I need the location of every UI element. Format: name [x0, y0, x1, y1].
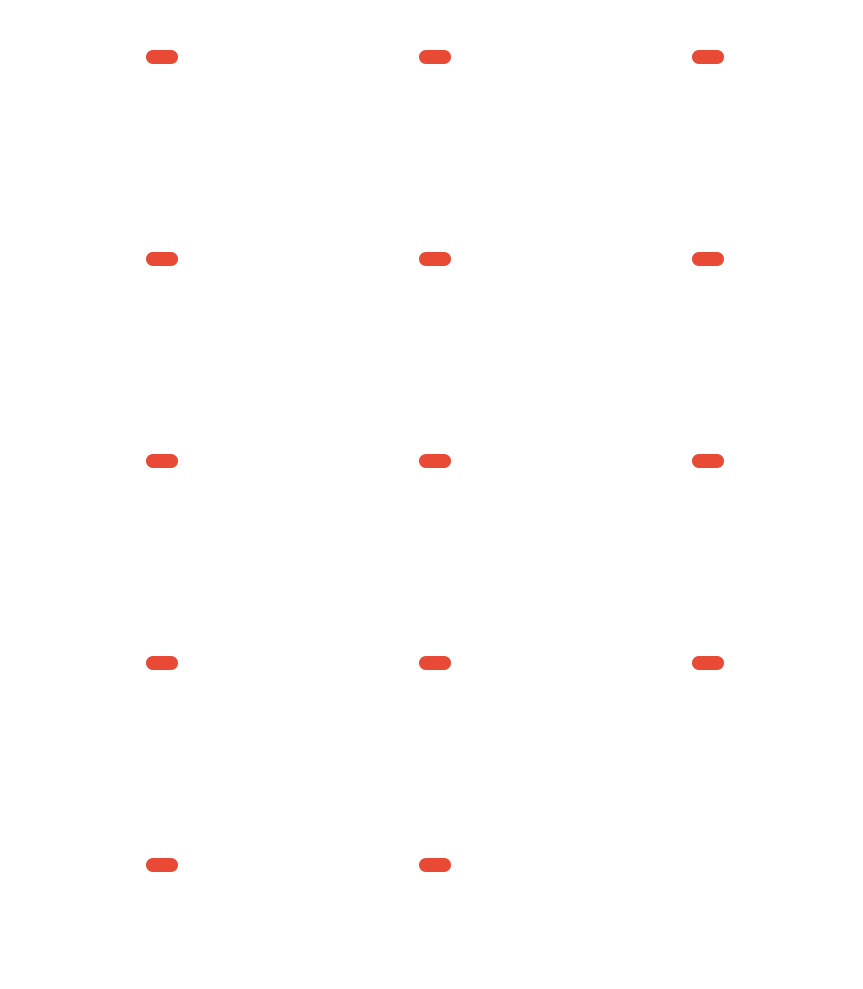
- pill-item: [692, 656, 724, 670]
- pill-item: [419, 454, 451, 468]
- pill-item: [146, 252, 178, 266]
- pill-item: [146, 858, 178, 872]
- pill-item: [692, 252, 724, 266]
- pill-item: [692, 50, 724, 64]
- pill-item: [146, 656, 178, 670]
- pill-item: [146, 50, 178, 64]
- pill-item: [419, 656, 451, 670]
- pill-item: [419, 858, 451, 872]
- pill-item: [692, 454, 724, 468]
- pill-item: [419, 252, 451, 266]
- pill-item: [146, 454, 178, 468]
- pill-item: [419, 50, 451, 64]
